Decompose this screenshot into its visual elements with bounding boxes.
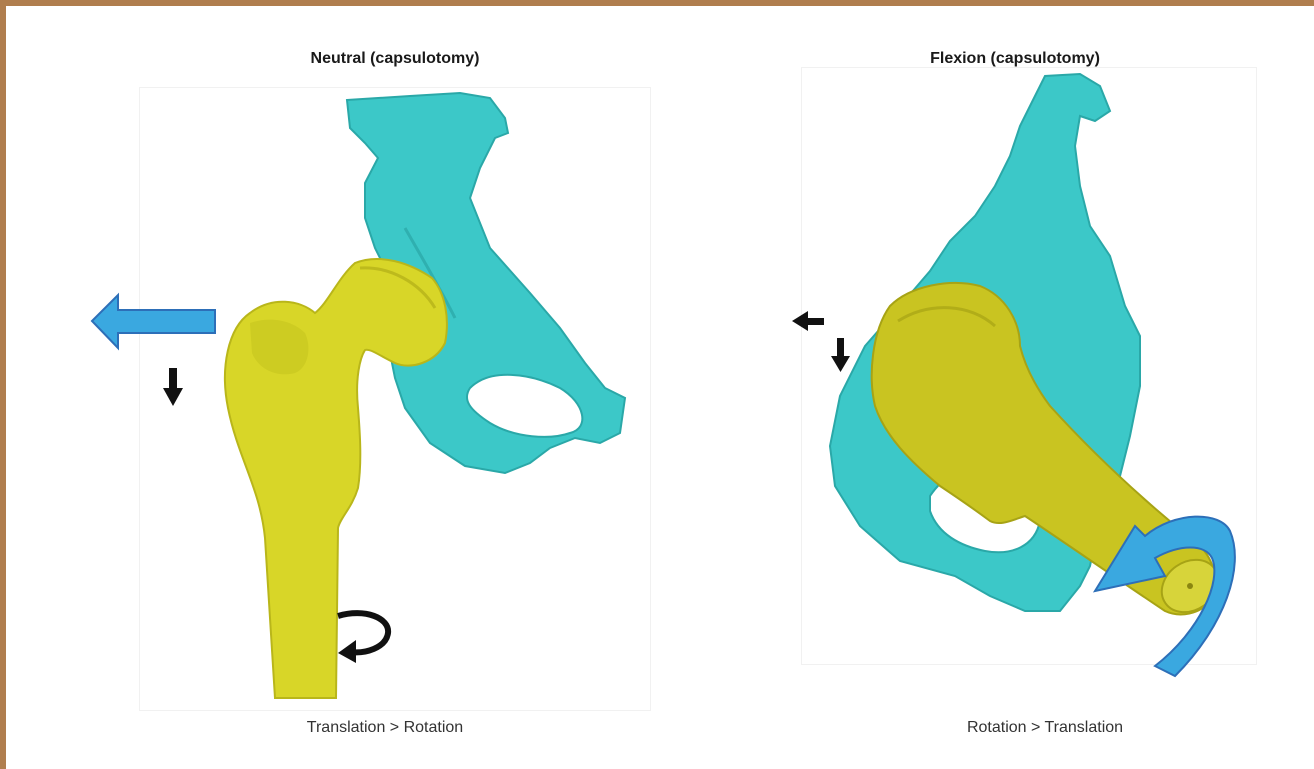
neutral-hip-illustration: [60, 88, 660, 713]
down-arrow-small: [163, 368, 183, 406]
right-panel-caption: Rotation > Translation: [900, 719, 1190, 737]
rotation-arrow-small: [338, 613, 388, 663]
femur-bone: [225, 259, 447, 698]
translation-arrow-large: [92, 295, 215, 348]
down-arrow-small-flexion: [831, 338, 850, 372]
left-arrow-small: [792, 311, 824, 331]
left-panel-caption: Translation > Rotation: [240, 719, 530, 737]
left-panel-title: Neutral (capsulotomy): [260, 50, 530, 68]
flexion-hip-illustration: [780, 66, 1260, 686]
